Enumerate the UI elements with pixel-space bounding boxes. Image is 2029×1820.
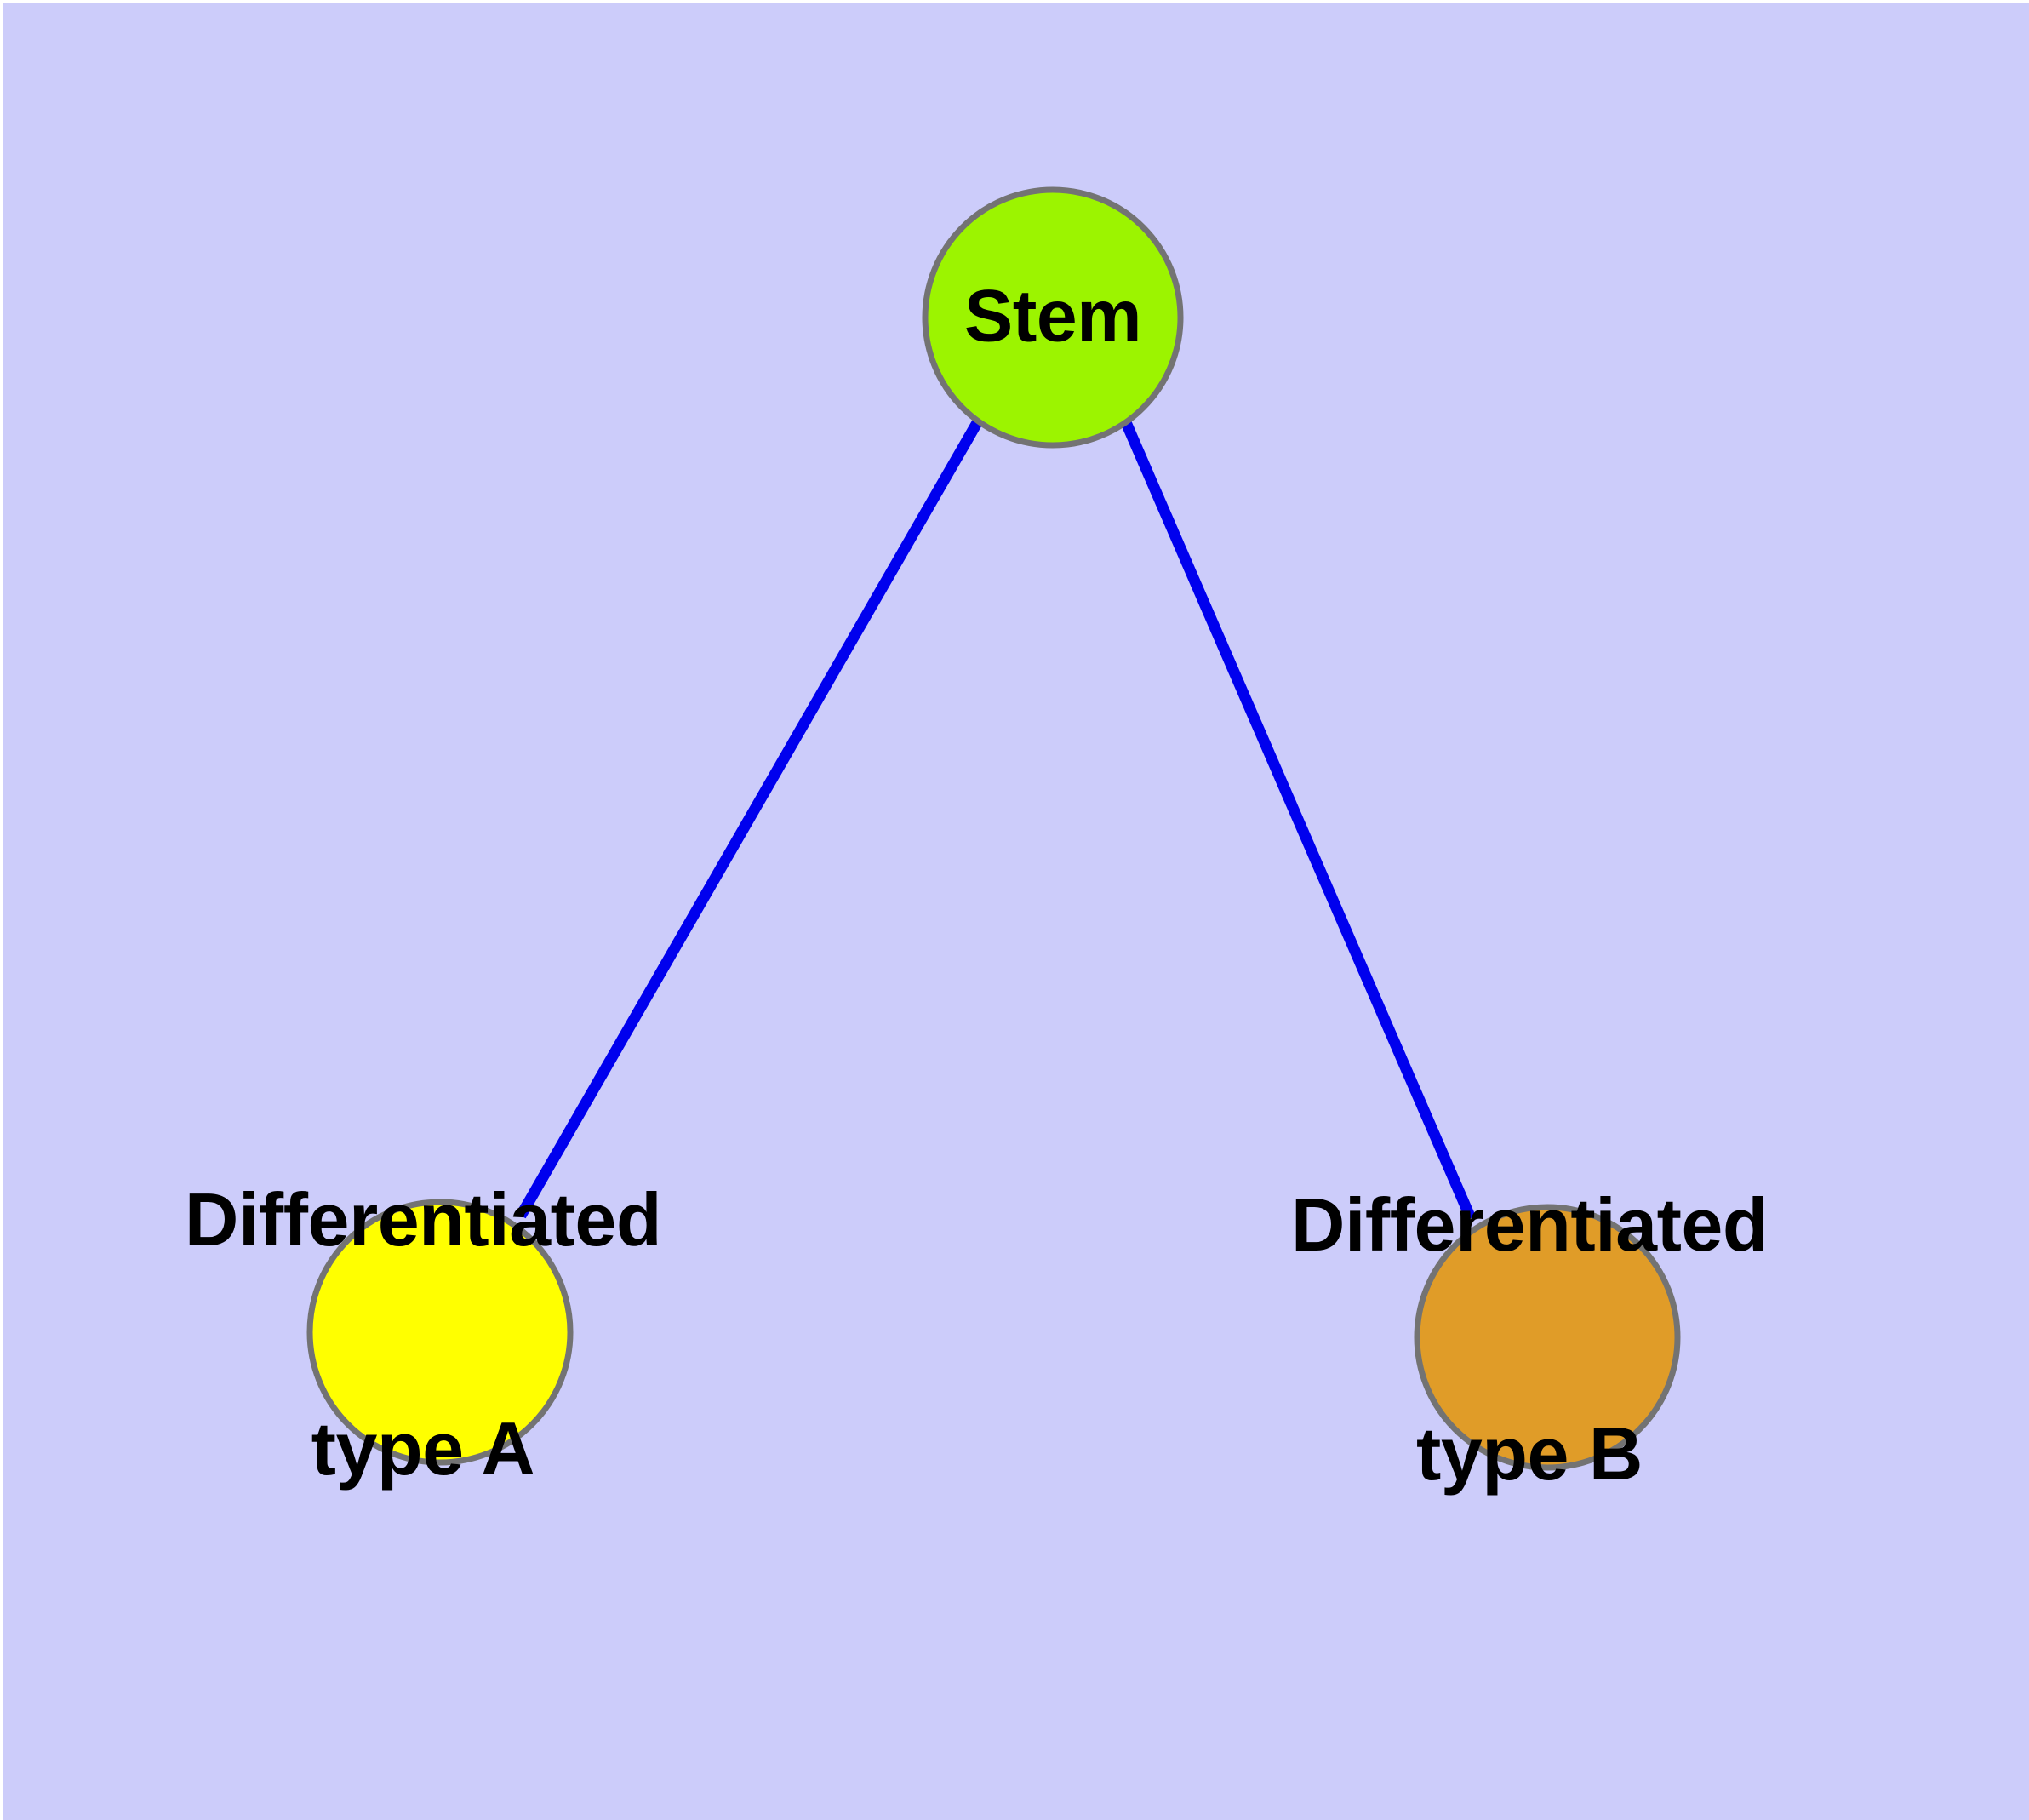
node-differentiated-type-a[interactable]	[306, 1199, 574, 1466]
edge-stem-to-differentiated-type-a	[516, 418, 983, 1219]
node-differentiated-type-b[interactable]	[1414, 1204, 1681, 1471]
edge-layer	[516, 418, 1476, 1221]
node-layer	[306, 186, 1681, 1471]
node-stem[interactable]	[922, 186, 1184, 449]
edge-stem-to-differentiated-type-b	[1120, 418, 1476, 1221]
